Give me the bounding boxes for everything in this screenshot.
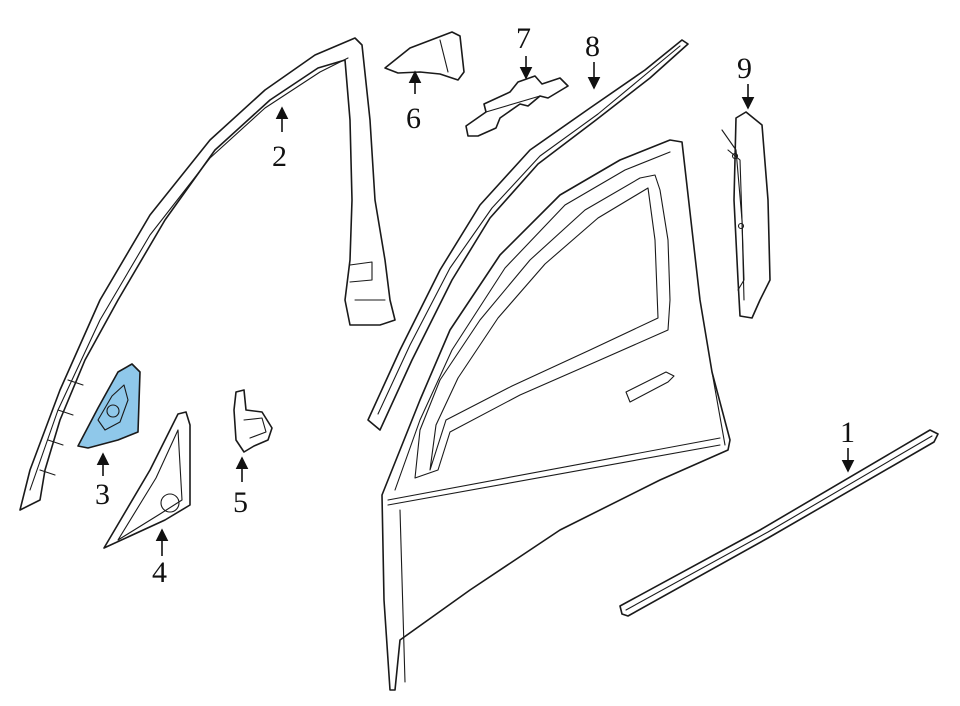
callout-7: 7 <box>516 22 531 55</box>
callout-9: 9 <box>737 52 752 85</box>
callout-2: 2 <box>272 140 287 173</box>
part-7-bracket-strip[interactable] <box>465 75 569 137</box>
part-9-b-pillar-trim[interactable] <box>721 111 771 319</box>
callout-1: 1 <box>840 416 855 449</box>
part-4-sail-panel[interactable] <box>103 411 191 549</box>
callout-4: 4 <box>152 556 167 589</box>
callout-6: 6 <box>406 102 421 135</box>
part-2-a-pillar-trim[interactable] <box>19 37 396 511</box>
front-door-shell[interactable] <box>381 139 731 691</box>
part-8-window-frame-trim[interactable] <box>367 39 689 431</box>
part-6-cover[interactable] <box>384 31 465 81</box>
part-5-bracket[interactable] <box>233 389 273 453</box>
callout-arrows <box>96 56 855 556</box>
callout-5: 5 <box>233 486 248 519</box>
part-1-belt-molding[interactable] <box>619 429 939 617</box>
callout-3: 3 <box>95 478 110 511</box>
part-3-triangle-trim-highlighted[interactable] <box>77 363 141 449</box>
callout-8: 8 <box>585 30 600 63</box>
